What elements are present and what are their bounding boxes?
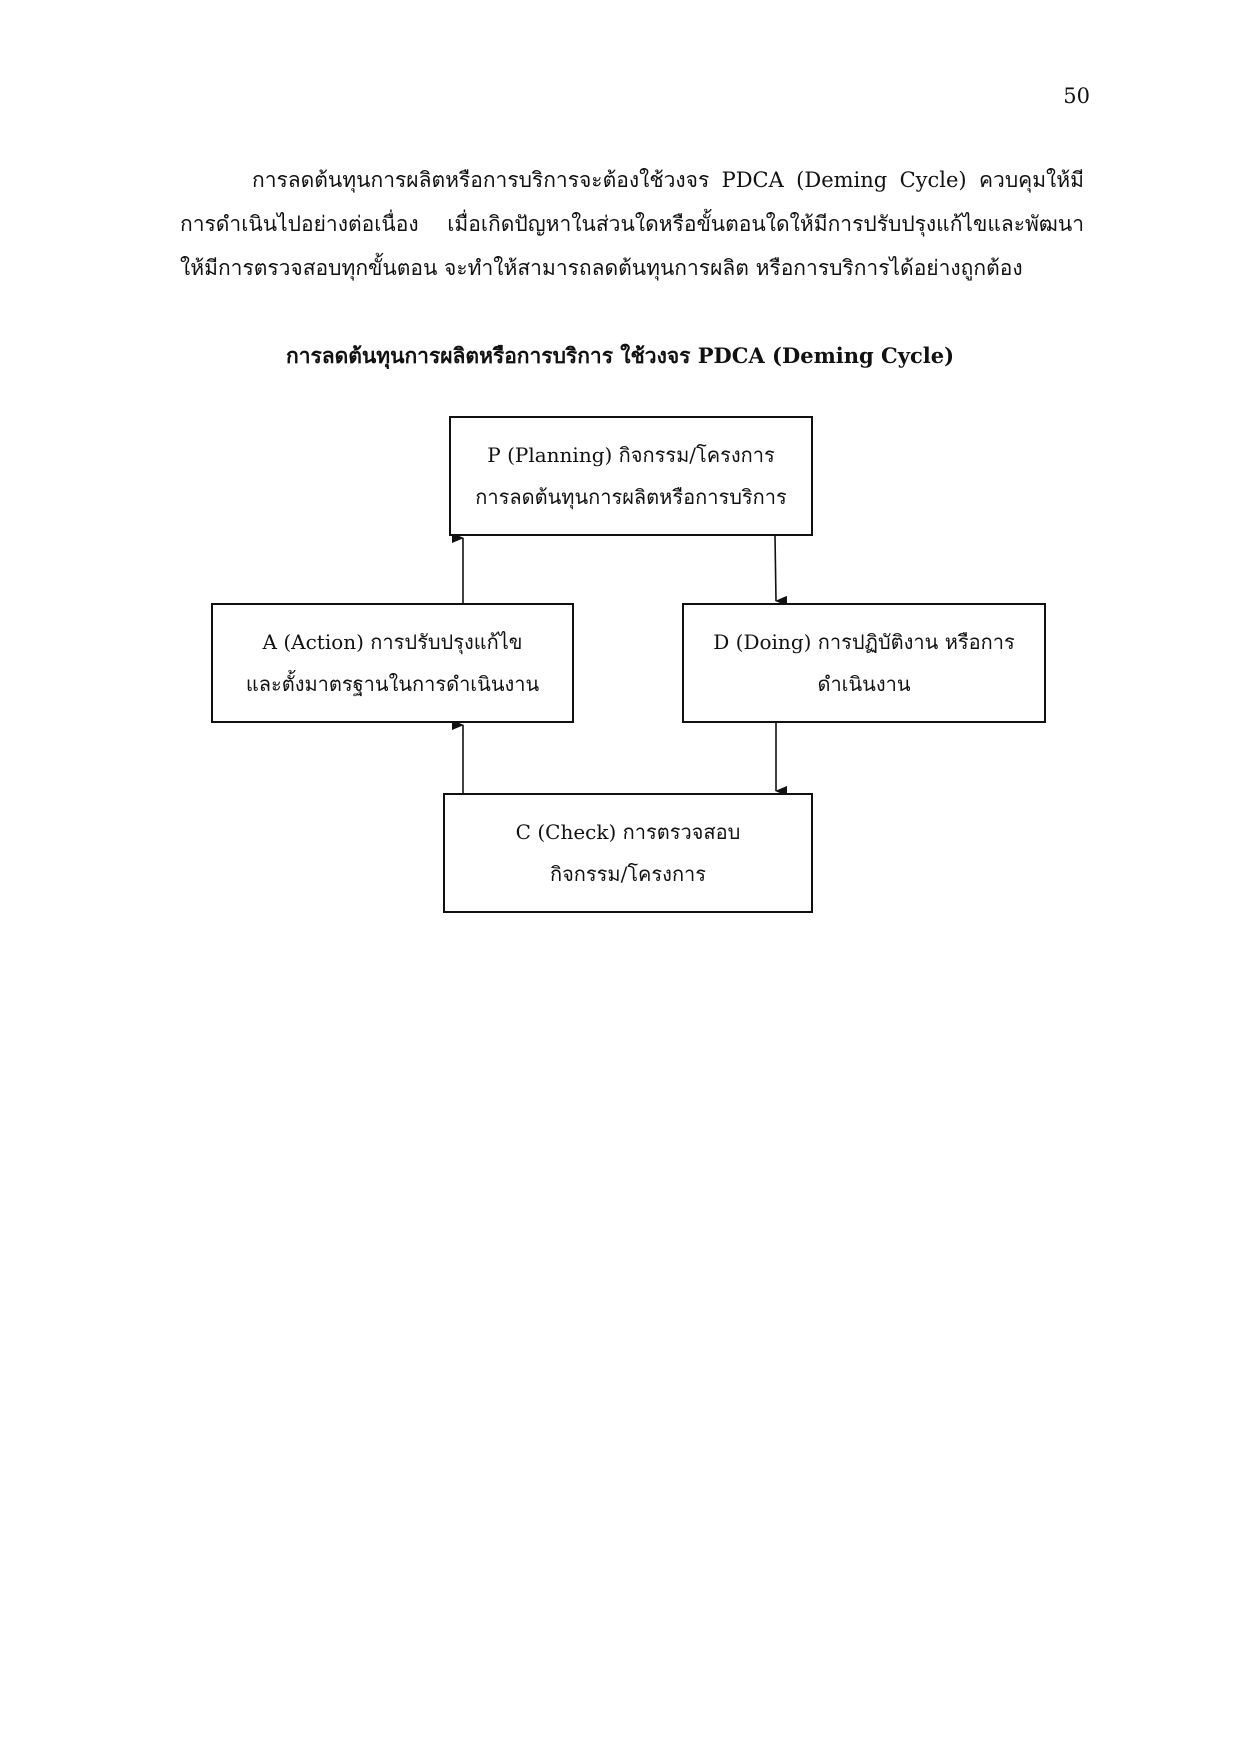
- doing-box-line-1: D (Doing) การปฏิบัติงาน หรือการ: [713, 630, 1015, 654]
- planning-box-line-1: P (Planning) กิจกรรม/โครงการ: [487, 443, 775, 467]
- page-number: 50: [1063, 84, 1090, 108]
- action-box: A (Action) การปรับปรุงแก้ไข และตั้งมาตรฐ…: [211, 603, 574, 723]
- check-box-line-2: กิจกรรม/โครงการ: [549, 862, 707, 886]
- planning-box-line-2: การลดต้นทุนการผลิตหรือการบริการ: [475, 485, 787, 509]
- doing-box-line-2: ดำเนินงาน: [817, 672, 911, 696]
- check-box: C (Check) การตรวจสอบ กิจกรรม/โครงการ: [443, 793, 813, 913]
- action-box-line-2: และตั้งมาตรฐานในการดำเนินงาน: [245, 672, 540, 696]
- diagram-title: การลดต้นทุนการผลิตหรือการบริการ ใช้วงจร …: [285, 343, 955, 368]
- arrow-p-to-d: [774, 535, 788, 606]
- action-box-line-1: A (Action) การปรับปรุงแก้ไข: [262, 630, 523, 654]
- doing-box: D (Doing) การปฏิบัติงาน หรือการ ดำเนินงา…: [682, 603, 1046, 723]
- check-box-line-1: C (Check) การตรวจสอบ: [515, 820, 741, 844]
- paragraph-line-2: การดำเนินไปอย่างต่อเนื่อง เมื่อเกิดปัญหา…: [180, 212, 1084, 236]
- planning-box: P (Planning) กิจกรรม/โครงการ การลดต้นทุน…: [449, 416, 813, 536]
- body-paragraph: การลดต้นทุนการผลิตหรือการบริการจะต้องใช้…: [180, 158, 1084, 290]
- paragraph-line-1: การลดต้นทุนการผลิตหรือการบริการจะต้องใช้…: [252, 168, 1084, 192]
- paragraph-line-3: ให้มีการตรวจสอบทุกขั้นตอน จะทำให้สามารถล…: [180, 256, 1023, 280]
